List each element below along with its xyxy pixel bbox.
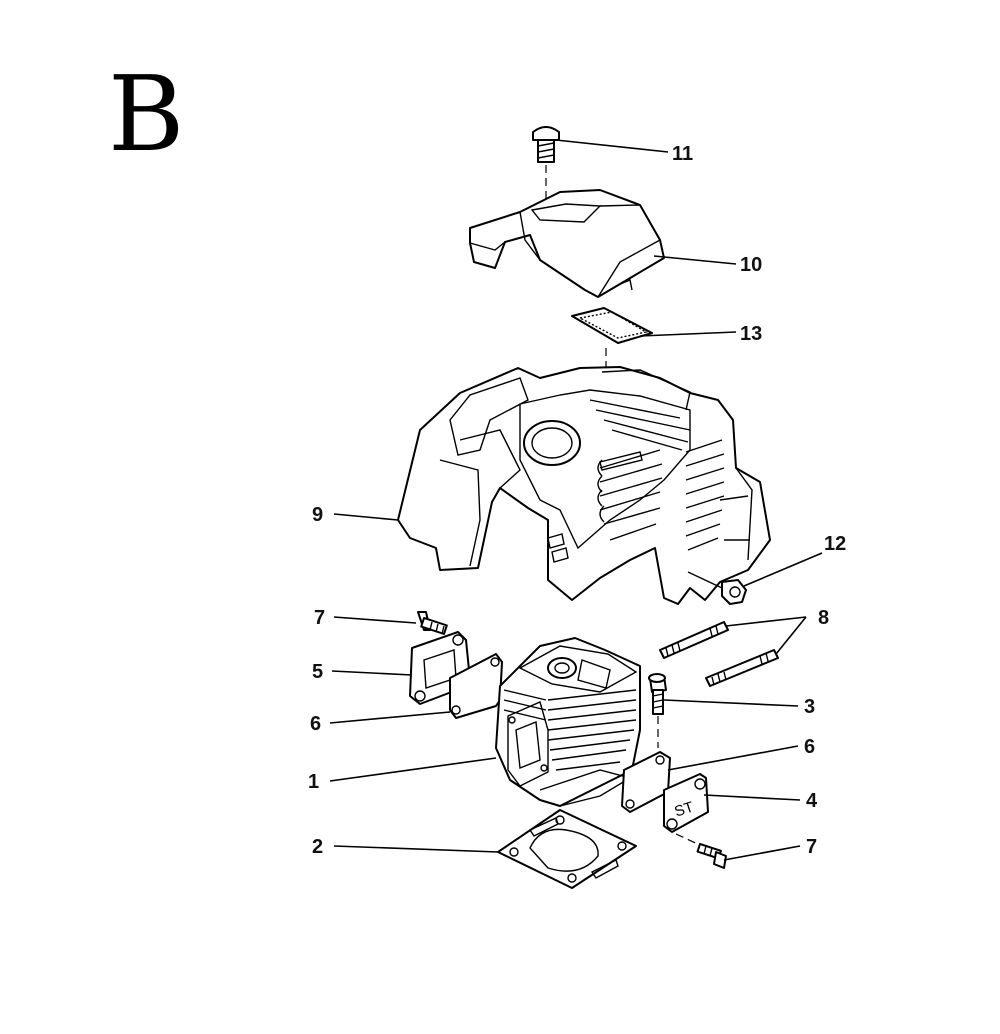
callout-3: 3 bbox=[804, 696, 815, 718]
callout-11: 11 bbox=[672, 143, 693, 165]
part-2-base-gasket[interactable] bbox=[497, 809, 637, 889]
part-11-screw[interactable] bbox=[532, 126, 560, 163]
part-1-cylinder[interactable] bbox=[495, 637, 641, 807]
part-4-cover-plate[interactable]: ST bbox=[663, 773, 709, 833]
callout-12: 12 bbox=[824, 533, 846, 555]
part-7-screw-lower[interactable] bbox=[696, 843, 727, 869]
part-7-screw-upper[interactable] bbox=[417, 611, 448, 635]
callout-5: 5 bbox=[312, 661, 323, 683]
callout-9: 9 bbox=[312, 504, 323, 526]
leader-lines bbox=[329, 139, 823, 861]
part-3-bolt[interactable] bbox=[648, 673, 667, 715]
callout-4: 4 bbox=[806, 790, 818, 812]
callout-6-right: 6 bbox=[804, 736, 815, 758]
callout-7-lower: 7 bbox=[806, 836, 817, 858]
part-12-screw[interactable] bbox=[687, 571, 747, 605]
callout-numbers: 11 10 13 9 12 8 7 5 6 3 6 1 4 7 2 bbox=[308, 143, 846, 858]
callout-2: 2 bbox=[312, 836, 323, 858]
callout-6-left: 6 bbox=[310, 713, 321, 735]
cover-plate-marking: ST bbox=[672, 799, 695, 821]
part-13-label[interactable] bbox=[571, 307, 653, 344]
section-letter: B bbox=[108, 53, 185, 175]
callout-13: 13 bbox=[740, 323, 762, 345]
callout-8: 8 bbox=[818, 607, 829, 629]
callout-10: 10 bbox=[740, 254, 762, 276]
part-9-engine-shroud[interactable] bbox=[397, 366, 771, 605]
callout-7-upper: 7 bbox=[314, 607, 325, 629]
part-10-top-cover[interactable] bbox=[469, 189, 665, 298]
part-8-studs[interactable] bbox=[659, 621, 779, 687]
callout-1: 1 bbox=[308, 771, 319, 793]
